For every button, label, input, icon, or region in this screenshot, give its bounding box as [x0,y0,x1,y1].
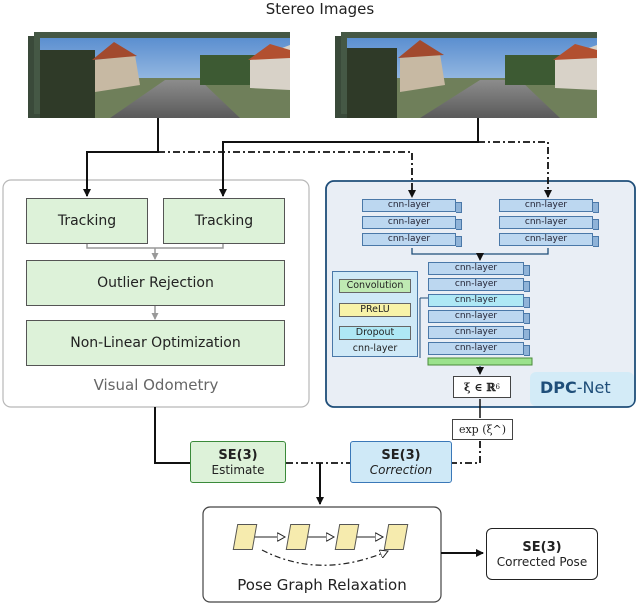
corrected-pose-title: SE(3) [522,539,562,555]
dpc-net-title-rest: -Net [576,378,611,397]
stereo-image-right [335,32,597,118]
xi-output-superscript: 6 [495,383,500,391]
stereo-image-left [28,32,290,118]
tracking-right-box: Tracking [163,198,285,244]
cnn-layer-left-2: cnn-layer [362,216,462,230]
legend-prelu: PReLU [339,303,411,317]
corrected-pose-box: SE(3) Corrected Pose [486,528,598,580]
dpc-net-title: DPC-Net [540,378,611,397]
estimate-subtitle: Estimate [211,462,265,477]
cnn-layer-right-1: cnn-layer [499,199,599,213]
cnn-layer-center-3: cnn-layer [428,294,530,308]
outlier-rejection-box: Outlier Rejection [26,260,285,306]
dpc-net-title-bold: DPC [540,378,577,397]
outlier-rejection-label: Outlier Rejection [97,275,214,291]
cnn-layer-center-1: cnn-layer [428,262,530,276]
exp-label: exp (ξ^) [458,423,507,436]
cnn-layer-center-6: cnn-layer [428,342,530,356]
estimate-title: SE(3) [218,447,258,463]
correction-title: SE(3) [381,447,421,463]
estimate-box: SE(3) Estimate [190,441,286,483]
tracking-left-label: Tracking [57,213,117,229]
correction-box: SE(3) Correction [350,441,452,483]
cnn-layer-center-2: cnn-layer [428,278,530,292]
cnn-layer-center-5: cnn-layer [428,326,530,340]
nonlinear-optimization-box: Non-Linear Optimization [26,320,285,366]
dpc-title-bg [530,372,634,406]
legend-caption: cnn-layer [352,343,398,354]
stereo-images-title: Stereo Images [265,0,375,18]
correction-subtitle: Correction [369,462,433,477]
tracking-left-box: Tracking [26,198,148,244]
cnn-layer-right-2: cnn-layer [499,216,599,230]
xi-output-symbol: ξ ∈ ℝ [464,380,496,394]
pose-graph-title: Pose Graph Relaxation [237,576,407,594]
cnn-layer-right-3: cnn-layer [499,233,599,247]
exp-box: exp (ξ^) [452,419,513,440]
cnn-layer-legend: Convolution PReLU Dropout cnn-layer [332,271,418,357]
nonlinear-optimization-label: Non-Linear Optimization [70,335,241,351]
cnn-layer-center-4: cnn-layer [428,310,530,324]
legend-convolution: Convolution [339,279,411,293]
legend-dropout: Dropout [339,326,411,340]
corrected-pose-subtitle: Corrected Pose [496,554,588,569]
cnn-layer-left-3: cnn-layer [362,233,462,247]
pose-graph-panel [202,506,442,603]
cnn-layer-left-1: cnn-layer [362,199,462,213]
tracking-right-label: Tracking [194,213,254,229]
visual-odometry-title: Visual Odometry [93,376,219,394]
